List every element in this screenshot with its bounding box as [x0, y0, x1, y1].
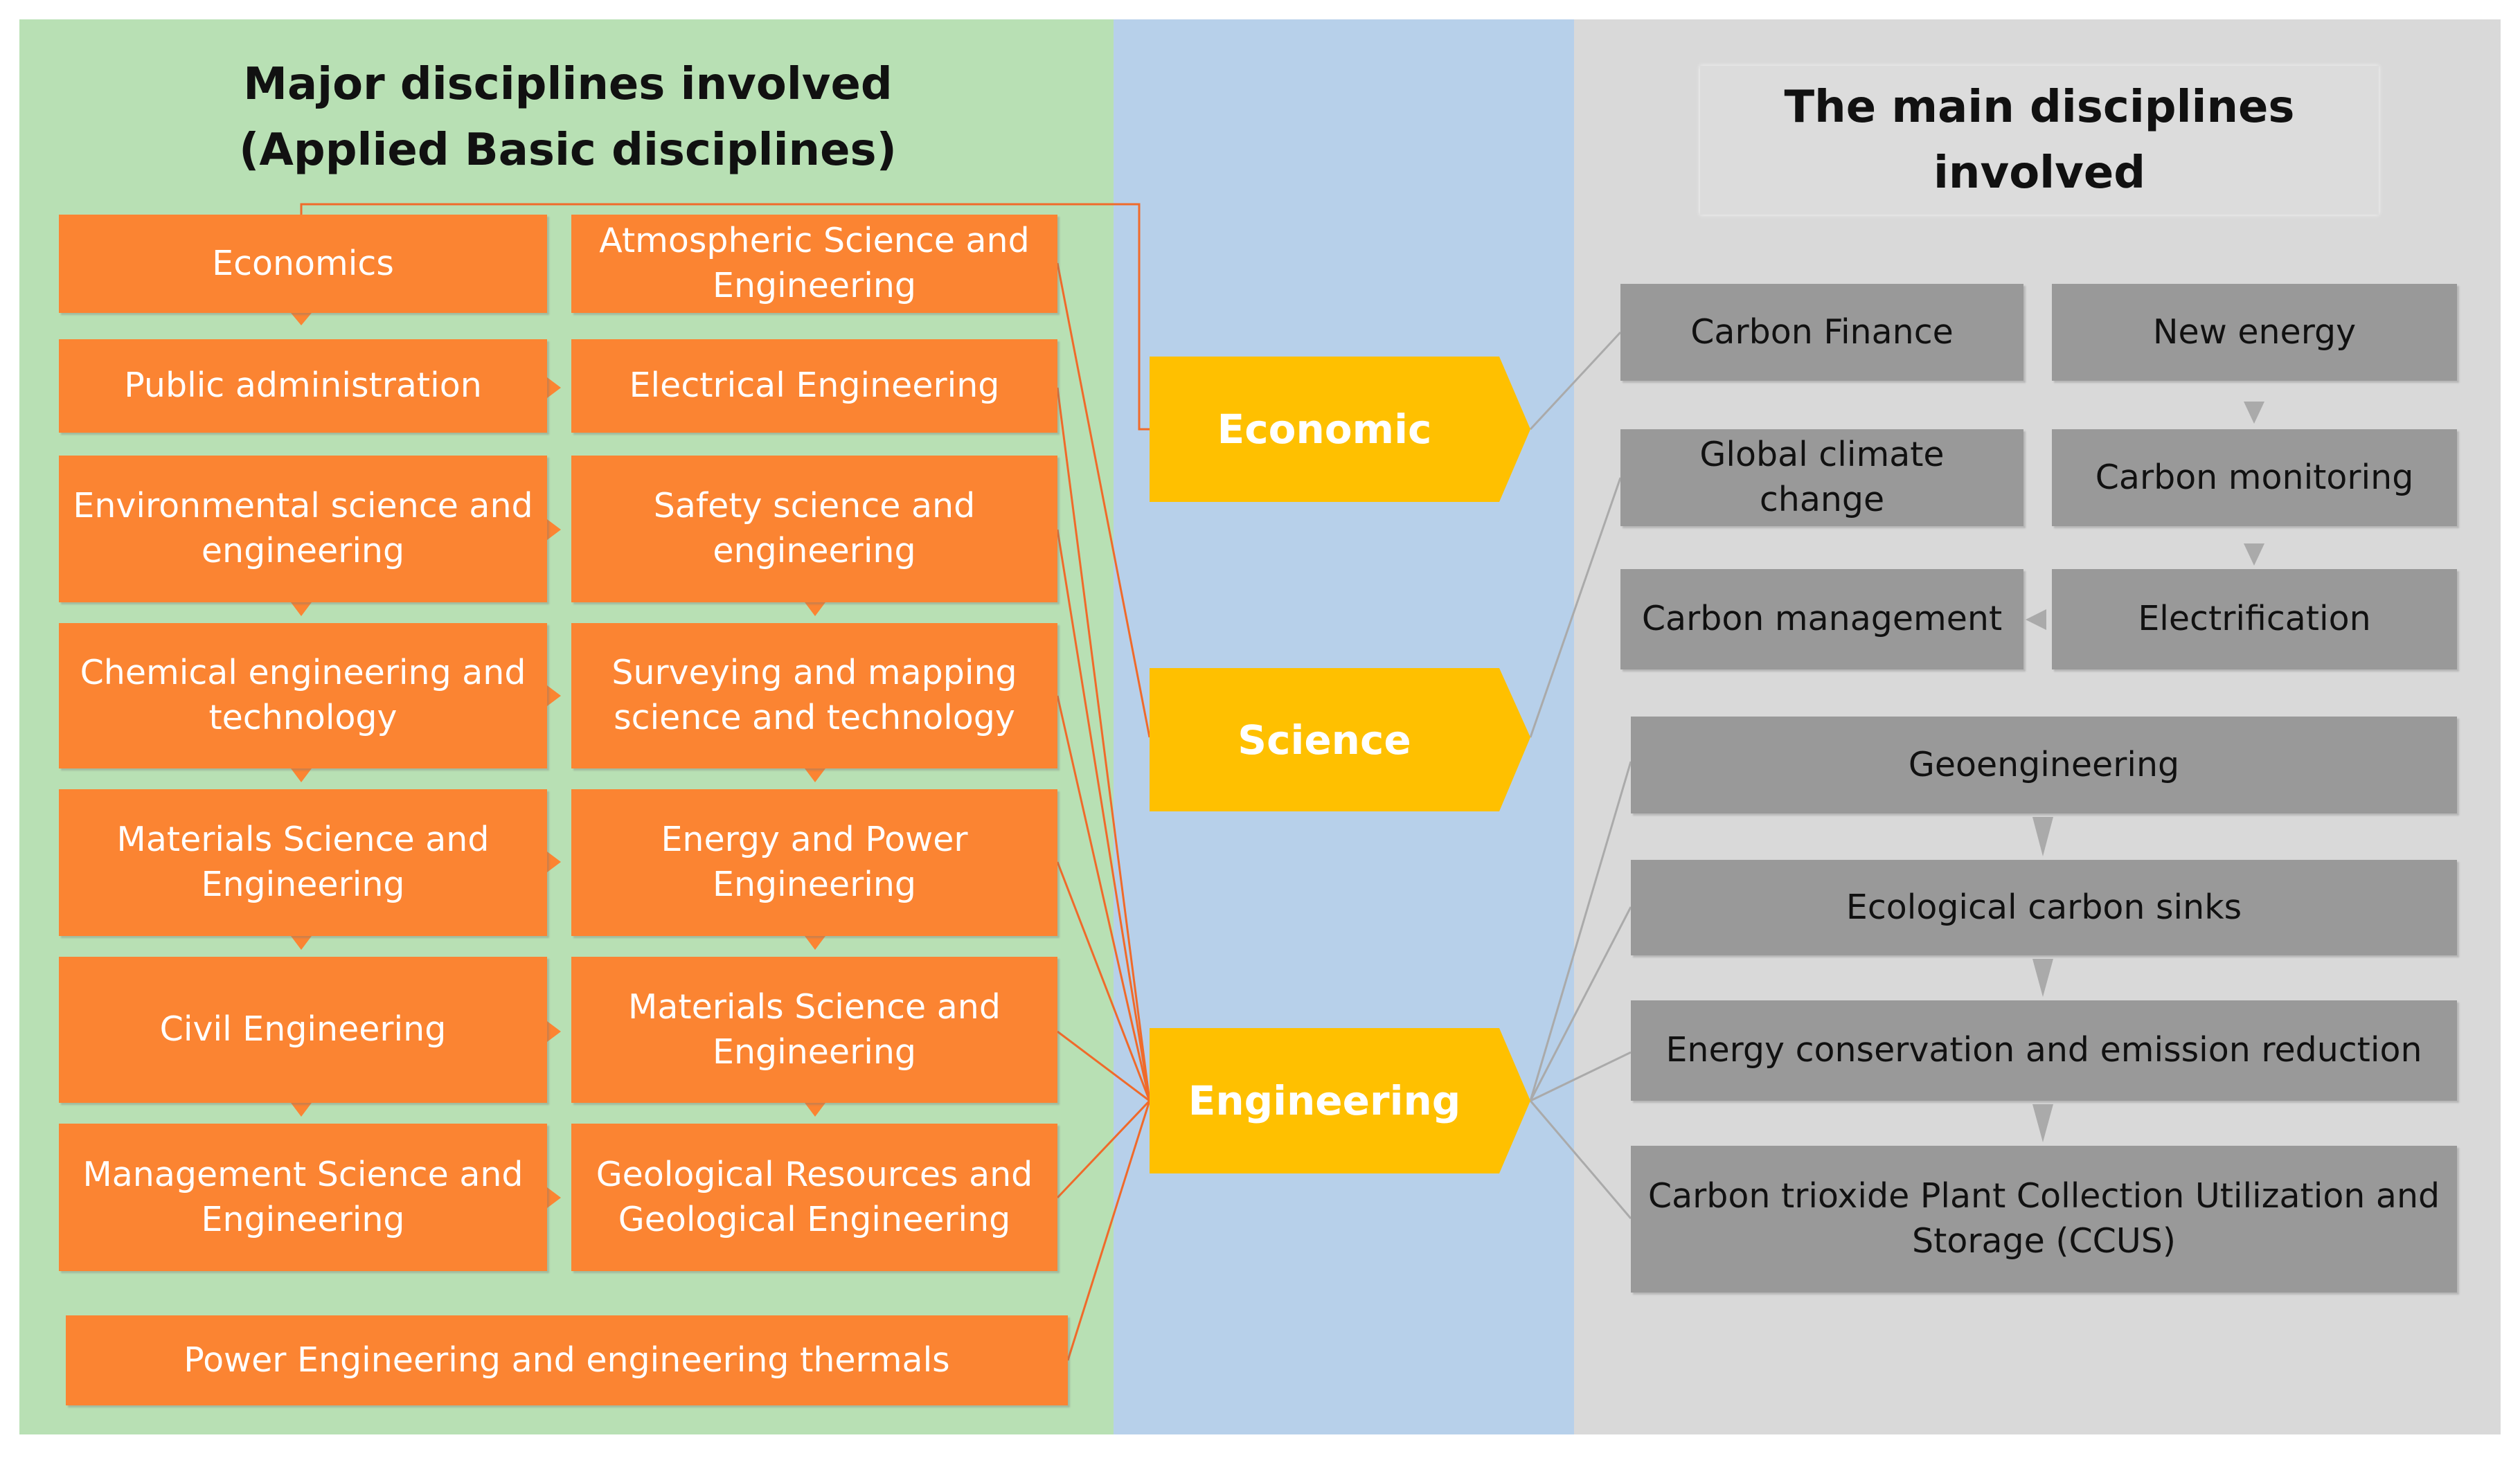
connector-economic-right [1529, 331, 1622, 431]
connector-eng-geo [1529, 761, 1632, 1101]
science-arrow-shape [1150, 668, 1530, 811]
right-box-carbon-monitoring: Carbon monitoring [2052, 429, 2457, 526]
discipline-box-surveying-mapping: Surveying and mapping science and techno… [571, 623, 1057, 768]
discipline-box-geological-resources: Geological Resources and Geological Engi… [571, 1124, 1057, 1271]
right-box-ecological-carbon-sinks: Ecological carbon sinks [1631, 860, 2457, 955]
discipline-box-power-engineering-thermals: Power Engineering and engineering therma… [66, 1315, 1068, 1405]
discipline-box-environmental-science: Environmental science and engineering [59, 456, 547, 602]
connector-col2-3-engineering [1056, 529, 1151, 1101]
connector-col2-4-engineering [1056, 695, 1151, 1101]
connector-economics-economic [300, 203, 1150, 431]
right-box-carbon-finance: Carbon Finance [1620, 284, 2023, 381]
discipline-box-materials-science-2: Materials Science and Engineering [571, 957, 1057, 1103]
connector-bottom-engineering [1066, 1100, 1151, 1361]
right-box-carbon-management: Carbon management [1620, 569, 2023, 669]
engineering-arrow-shape [1150, 1028, 1530, 1173]
discipline-box-chemical-engineering: Chemical engineering and technology [59, 623, 547, 768]
connector-col2-7-engineering [1056, 1099, 1151, 1199]
right-box-global-climate-change: Global climate change [1620, 429, 2023, 526]
discipline-box-management-science: Management Science and Engineering [59, 1124, 547, 1271]
right-box-ccus: Carbon trioxide Plant Collection Utiliza… [1631, 1146, 2457, 1293]
discipline-box-atmospheric-science: Atmospheric Science and Engineering [571, 215, 1057, 313]
connector-col2-5-engineering [1056, 861, 1151, 1101]
right-box-energy-conservation: Energy conservation and emission reducti… [1631, 1000, 2457, 1101]
discipline-box-civil-engineering: Civil Engineering [59, 957, 547, 1103]
connector-eng-energy [1530, 1051, 1632, 1102]
discipline-box-energy-power: Energy and Power Engineering [571, 789, 1057, 936]
category-science: Science [1237, 716, 1411, 764]
connector-eng-ccus [1529, 1100, 1632, 1219]
connector-eng-sinks [1529, 906, 1632, 1101]
connector-col2-2-engineering [1056, 387, 1151, 1101]
discipline-box-safety-science: Safety science and engineering [571, 456, 1057, 602]
discipline-box-electrical-engineering: Electrical Engineering [571, 339, 1057, 433]
connector-science-right [1529, 477, 1622, 738]
connector-atmos-science [1056, 262, 1151, 738]
economic-arrow-shape [1150, 357, 1530, 502]
right-box-electrification: Electrification [2052, 569, 2457, 669]
category-engineering: Engineering [1188, 1077, 1461, 1124]
right-panel-title: The main disciplines involved [1700, 66, 2379, 215]
connector-col2-6-engineering [1057, 1030, 1150, 1102]
left-panel-title: Major disciplines involved (Applied Basi… [239, 59, 897, 176]
right-box-geoengineering: Geoengineering [1631, 717, 2457, 813]
discipline-box-economics: Economics [59, 215, 547, 313]
discipline-box-public-administration: Public administration [59, 339, 547, 433]
discipline-box-materials-science-1: Materials Science and Engineering [59, 789, 547, 936]
right-box-new-energy: New energy [2052, 284, 2457, 381]
category-economic: Economic [1217, 406, 1432, 453]
